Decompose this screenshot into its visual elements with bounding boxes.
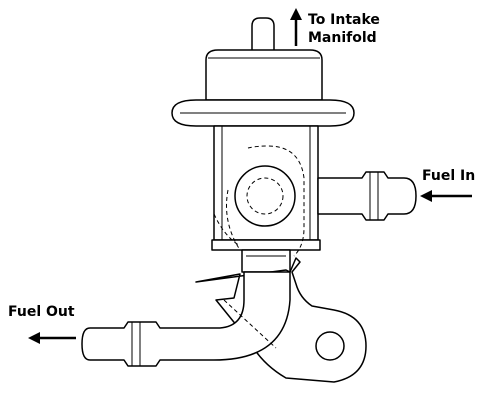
fuel-inlet-pipe [317, 171, 417, 221]
intake-label-line2: Manifold [308, 30, 377, 46]
arrow-up-icon [290, 8, 302, 46]
vacuum-nipple [251, 17, 275, 53]
internal-passage [213, 145, 305, 257]
fuel-out-label: Fuel Out [8, 304, 75, 320]
outlet-neck [241, 249, 291, 273]
diaphragm-cap [205, 49, 323, 101]
inlet-port [234, 165, 296, 227]
fuel-outlet-elbow [81, 271, 291, 367]
fuel-in-label: Fuel In [422, 168, 476, 184]
intake-label-line1: To Intake [308, 12, 380, 28]
arrow-left-fuel-in-icon [420, 190, 472, 202]
crimp-flange [171, 99, 355, 127]
arrow-left-fuel-out-icon [28, 332, 76, 344]
